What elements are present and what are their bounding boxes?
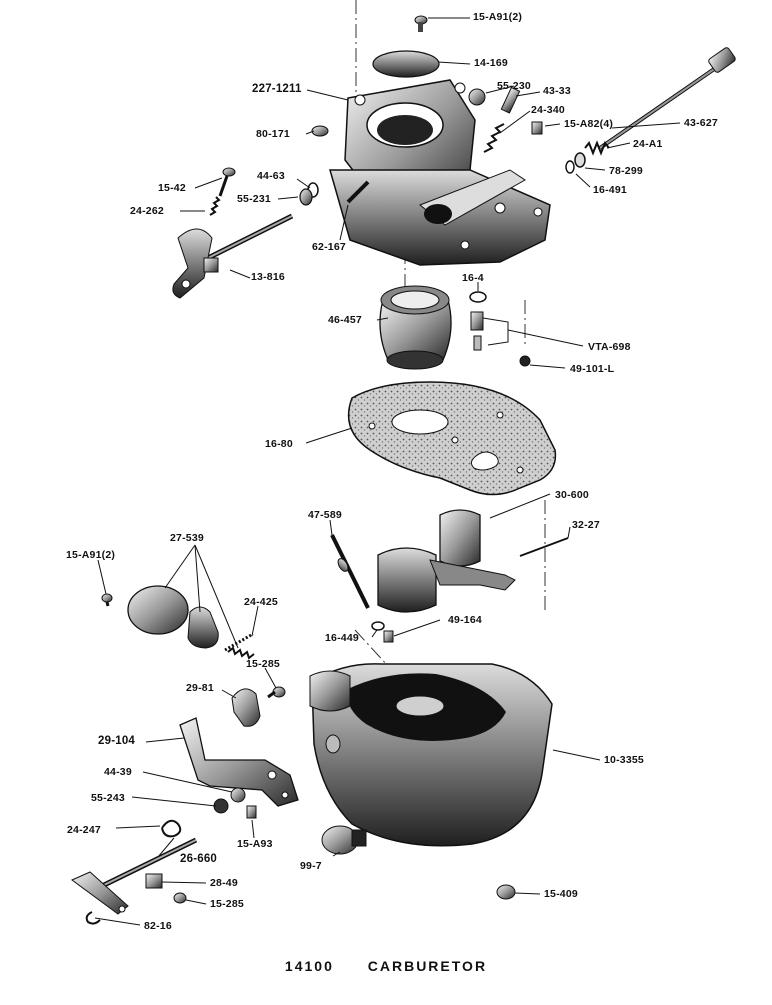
part-label-16-449: 16-449	[325, 632, 359, 644]
clip-82-16	[85, 911, 101, 925]
part-label-28-49: 28-49	[210, 877, 238, 889]
screw-15-285-upper	[267, 686, 286, 699]
washer-78-299	[574, 152, 586, 168]
part-label-55-243: 55-243	[91, 792, 125, 804]
part-label-32-27: 32-27	[572, 519, 600, 531]
needle-47-589	[330, 534, 370, 609]
screw-15-a82	[531, 121, 543, 135]
screw-15-a91-left	[101, 593, 113, 607]
part-label-29-104: 29-104	[98, 735, 136, 747]
part-label-46-457: 46-457	[328, 314, 362, 326]
part-label-99-7: 99-7	[300, 860, 322, 872]
choke-parts-27-539	[127, 585, 254, 652]
part-label-24-247: 24-247	[67, 824, 101, 836]
spring-24-425	[227, 646, 255, 660]
part-label-26-660: 26-660	[180, 853, 218, 865]
part-label-16-491: 16-491	[593, 184, 627, 196]
washer-55-231	[299, 188, 313, 206]
part-label-227-1211: 227-1211	[252, 83, 302, 95]
part-label-24-a1: 24-A1	[633, 138, 663, 150]
part-label-13-816: 13-816	[251, 271, 285, 283]
seat-49-164	[383, 630, 394, 643]
part-label-80-171: 80-171	[256, 128, 290, 140]
part-label-15-285-lower: 15-285	[210, 898, 244, 910]
part-label-14-169: 14-169	[474, 57, 508, 69]
part-label-15-a91-left: 15-A91(2)	[66, 549, 116, 561]
part-label-30-600: 30-600	[555, 489, 589, 501]
part-label-78-299: 78-299	[609, 165, 643, 177]
part-label-43-33: 43-33	[543, 85, 571, 97]
leader-lines	[94, 17, 681, 926]
screw-15-a93	[246, 805, 257, 819]
part-label-55-231: 55-231	[237, 193, 271, 205]
gasket-16-80	[347, 381, 557, 496]
part-label-47-589: 47-589	[308, 509, 342, 521]
part-label-15-a82: 15-A82(4)	[564, 118, 614, 130]
pin-62-167	[346, 180, 370, 204]
cover-disk-14-169	[372, 50, 440, 78]
part-label-49-101-l: 49-101-L	[570, 363, 615, 375]
spring-24-340	[483, 123, 505, 153]
bracket-29-104	[179, 717, 299, 807]
part-label-16-4: 16-4	[462, 272, 484, 284]
part-label-44-63: 44-63	[257, 170, 285, 182]
diagram-caption: 14100 CARBURETOR	[0, 958, 772, 974]
part-label-24-340: 24-340	[531, 104, 565, 116]
washer-16-449	[371, 621, 385, 631]
valve-vta-698	[470, 311, 509, 351]
washer-16-4	[469, 291, 487, 303]
part-label-62-167: 62-167	[312, 241, 346, 253]
part-label-15-a93: 15-A93	[237, 838, 273, 850]
part-label-15-42: 15-42	[158, 182, 186, 194]
part-label-82-16: 82-16	[144, 920, 172, 932]
pin-32-27	[519, 537, 569, 557]
part-label-15-409: 15-409	[544, 888, 578, 900]
part-label-49-164: 49-164	[448, 614, 482, 626]
washer-44-39	[230, 787, 246, 803]
venturi-46-457	[379, 285, 452, 370]
float-bowl-10-3355	[309, 663, 553, 847]
screw-15-42	[218, 167, 236, 197]
spring-24-247	[161, 819, 182, 838]
part-label-vta-698: VTA-698	[588, 341, 631, 353]
spring-24-262	[209, 196, 221, 216]
ball-49-101-l	[519, 355, 531, 367]
part-label-24-425: 24-425	[244, 596, 278, 608]
plug-80-171	[311, 125, 329, 137]
screw-15-a91-top	[414, 15, 428, 32]
screw-43-33	[500, 86, 521, 114]
part-label-29-81: 29-81	[186, 682, 214, 694]
drain-plug-15-409	[496, 884, 516, 900]
plug-55-230	[468, 88, 486, 106]
caption-title: CARBURETOR	[367, 958, 488, 974]
part-label-16-80: 16-80	[265, 438, 293, 450]
plug-55-243	[213, 798, 229, 814]
part-label-44-39: 44-39	[104, 766, 132, 778]
part-label-15-a91-top: 15-A91(2)	[473, 11, 523, 23]
part-label-24-262: 24-262	[130, 205, 164, 217]
swivel-28-49	[145, 873, 163, 889]
part-label-10-3355: 10-3355	[604, 754, 644, 766]
long-screw-43-627	[598, 47, 736, 150]
part-label-55-230: 55-230	[497, 80, 531, 92]
spring-24-a1	[584, 140, 610, 156]
part-label-15-285-upper: 15-285	[246, 658, 280, 670]
part-label-43-627: 43-627	[684, 117, 718, 129]
washer-16-491	[565, 160, 575, 174]
fitting-99-7	[321, 825, 367, 855]
part-label-27-539: 27-539	[170, 532, 204, 544]
caption-number: 14100	[284, 958, 334, 974]
choke-shaft-26-660	[71, 837, 198, 915]
screw-15-285-lower	[173, 892, 187, 904]
float-30-600	[377, 509, 516, 613]
throttle-shaft-13-816	[172, 213, 294, 299]
lever-29-81	[231, 688, 261, 727]
throttle-body-227-1211	[329, 79, 551, 266]
